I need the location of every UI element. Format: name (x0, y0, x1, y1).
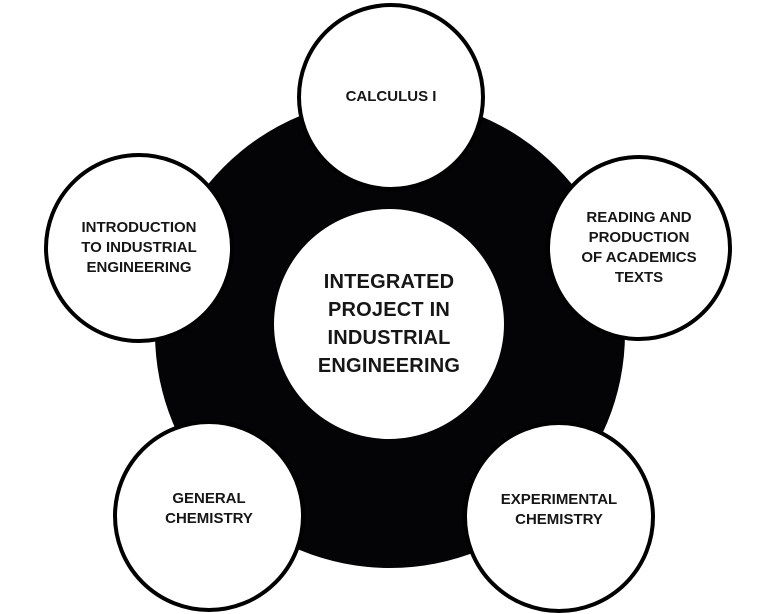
node-label-line: INDUSTRIAL (327, 327, 451, 349)
node-label-line: CALCULUS I (345, 88, 437, 105)
node-label: INTRODUCTION TO INDUSTRIAL ENGINEERING (48, 218, 230, 278)
node-introduction-to-industrial-engineering: INTRODUCTION TO INDUSTRIAL ENGINEERING (44, 153, 234, 343)
node-label-line: INTRODUCTION (81, 219, 197, 236)
node-experimental-chemistry: EXPERIMENTAL CHEMISTRY (463, 421, 655, 613)
node-calculus-i: CALCULUS I (297, 3, 485, 191)
node-label-line: PRODUCTION (588, 229, 690, 246)
node-label-line: CHEMISTRY (165, 510, 253, 527)
node-label-line: OF ACADEMICS (581, 249, 697, 266)
node-label: INTEGRATED PROJECT IN INDUSTRIAL ENGINEE… (274, 268, 504, 380)
node-label: READING AND PRODUCTION OF ACADEMICS TEXT… (550, 208, 728, 288)
node-reading-and-production-of-academics-texts: READING AND PRODUCTION OF ACADEMICS TEXT… (546, 155, 732, 341)
node-label: EXPERIMENTAL CHEMISTRY (467, 490, 651, 530)
node-label-line: TEXTS (614, 269, 664, 286)
node-label-line: ENGINEERING (317, 355, 461, 377)
node-label-line: READING AND (586, 209, 692, 226)
node-general-chemistry: GENERAL CHEMISTRY (113, 420, 305, 612)
node-label-line: EXPERIMENTAL (500, 491, 618, 508)
node-integrated-project: INTEGRATED PROJECT IN INDUSTRIAL ENGINEE… (274, 209, 504, 439)
node-label-line: TO INDUSTRIAL (81, 239, 197, 256)
node-label-line: CHEMISTRY (515, 511, 603, 528)
node-label-line: INTEGRATED (323, 271, 455, 293)
node-label-line: GENERAL (172, 490, 246, 507)
node-label-line: PROJECT IN (327, 299, 451, 321)
node-label: GENERAL CHEMISTRY (117, 489, 301, 529)
node-label: CALCULUS I (301, 87, 481, 107)
node-label-line: ENGINEERING (86, 259, 192, 276)
